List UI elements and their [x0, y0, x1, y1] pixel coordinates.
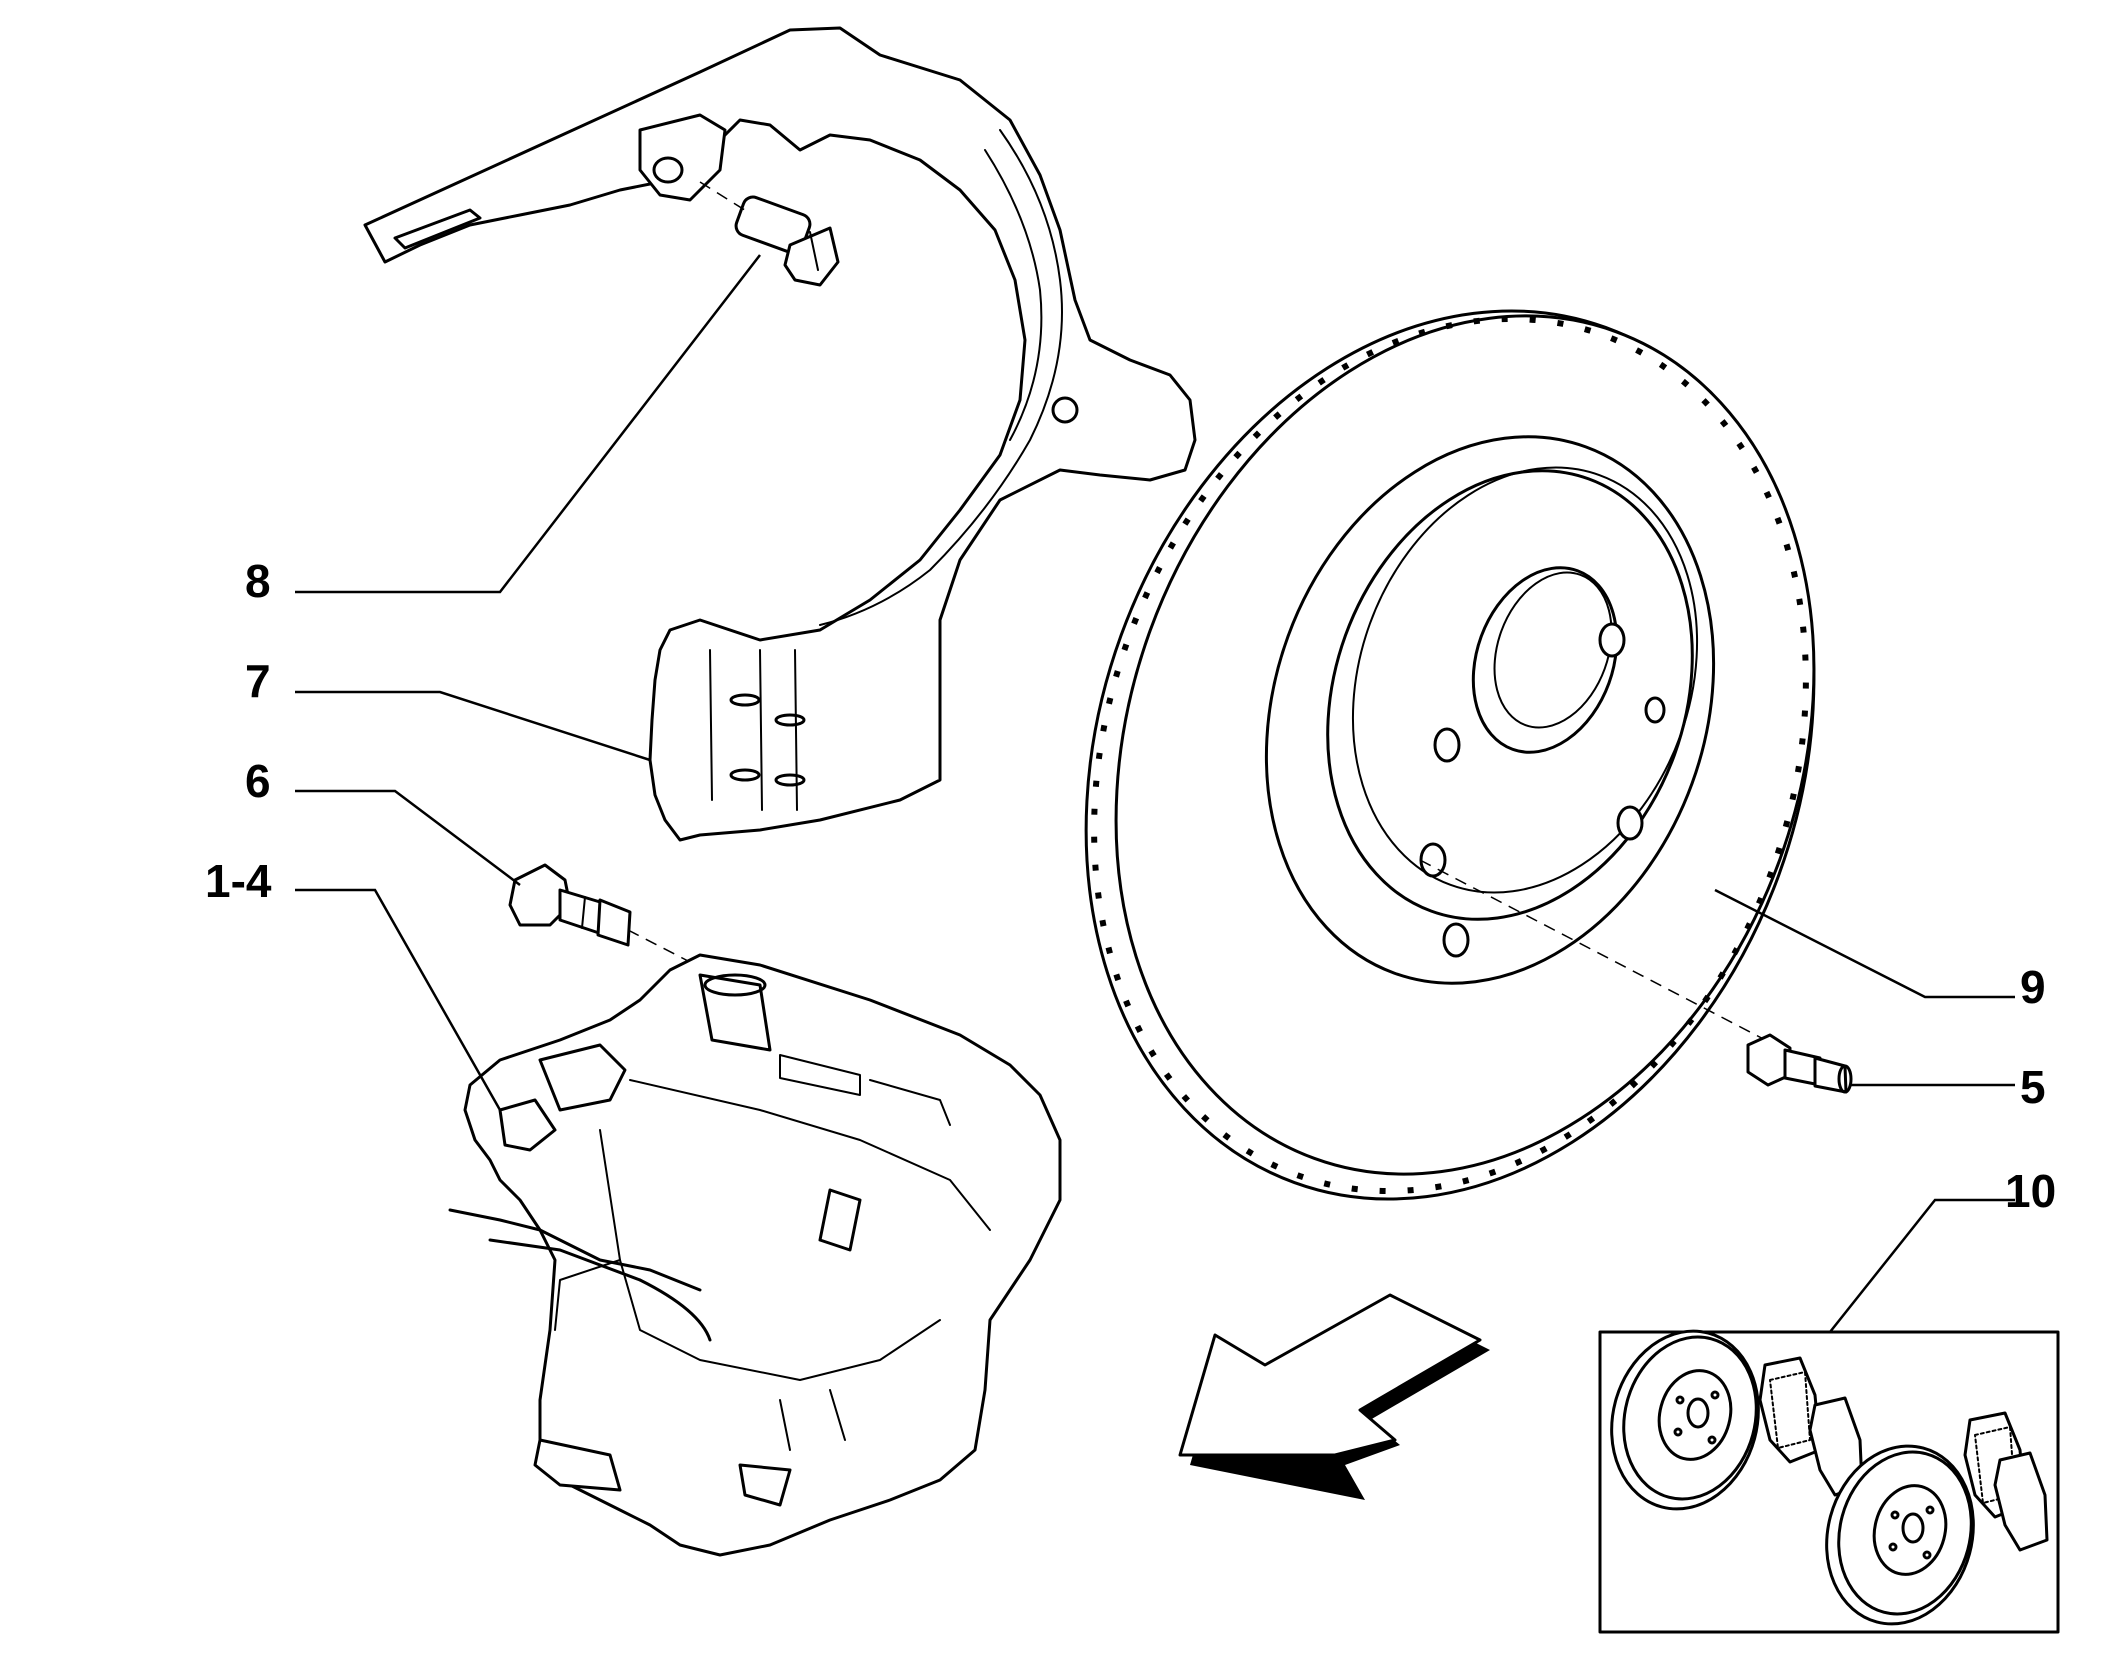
dust-shield-icon[interactable] — [363, 26, 1197, 842]
leader-line-6 — [295, 789, 521, 886]
leader-line-9 — [1714, 888, 2015, 999]
leader-line-8 — [295, 254, 761, 594]
stud-icon[interactable] — [1746, 1033, 1853, 1094]
callout-6: 6 — [245, 755, 271, 807]
bolt-icon[interactable] — [508, 863, 632, 947]
leader-line-1-4 — [295, 888, 502, 1111]
brake-kit-icon[interactable] — [1592, 1314, 2060, 1640]
callout-8: 8 — [245, 555, 271, 607]
brake-disc-icon[interactable] — [965, 208, 1934, 1303]
bolt-icon[interactable] — [733, 194, 840, 287]
callout-9: 9 — [2020, 961, 2046, 1013]
callout-7: 7 — [245, 655, 271, 707]
callout-5: 5 — [2020, 1061, 2046, 1113]
callout-1-4: 1-4 — [205, 855, 272, 907]
brake-caliper-icon[interactable] — [448, 953, 1062, 1557]
callout-10: 10 — [2005, 1165, 2056, 1217]
leader-line-10 — [1829, 1198, 2015, 1333]
direction-arrow-icon — [1178, 1293, 1490, 1500]
leader-line-7 — [295, 690, 651, 762]
